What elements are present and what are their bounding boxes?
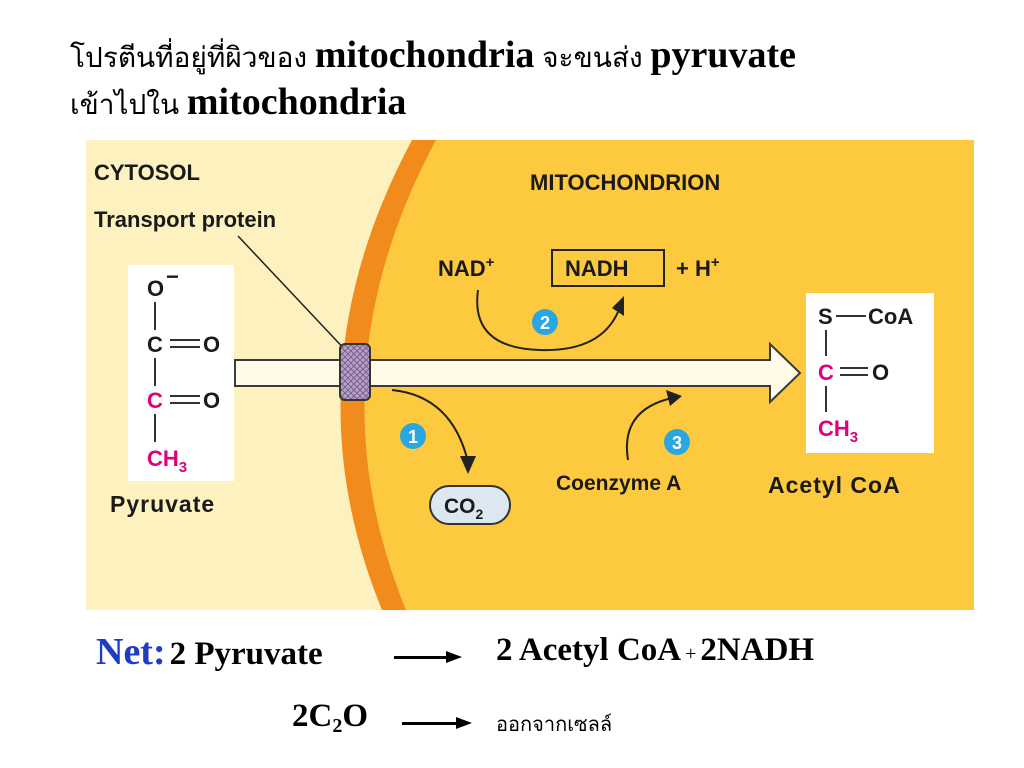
line2-reactant-b: O: [342, 698, 369, 734]
transport-protein-label: Transport protein: [94, 207, 276, 232]
title-thai-3: เข้าไปใน: [70, 88, 180, 121]
pyruvate-name: Pyruvate: [110, 491, 215, 517]
title-line-2: เข้าไปใน mitochondria: [70, 75, 970, 132]
pyruvate-structure-box: [128, 265, 234, 481]
net-reactant: 2 Pyruvate: [169, 636, 323, 672]
pyruvate-c2: C: [147, 388, 163, 413]
pyruvate-structure: O − C O C O CH3: [147, 264, 220, 476]
title-line-1: โปรตีนที่อยู่ที่ผิวของ mitochondria จะขน…: [70, 28, 970, 85]
title-thai-2: จะขนส่ง: [542, 41, 643, 74]
step1-arrow-curve: [391, 389, 469, 463]
net-arrow-1-line: [394, 656, 446, 659]
net-equation-1: Net: 2 Pyruvate: [96, 630, 323, 674]
transport-arrow: [234, 341, 802, 405]
co2-pill: [429, 485, 511, 525]
nad-plus-label: NAD+: [438, 254, 495, 281]
pyruvate-o-minus: O: [147, 276, 164, 301]
net-product-line: 2 Acetyl CoA + 2NADH: [496, 632, 814, 669]
step1-badge: [400, 423, 426, 449]
acetyl-ch3: CH3: [818, 416, 858, 446]
step2-number: 2: [540, 313, 550, 333]
line2-product: ออกจากเซลล์: [496, 712, 613, 736]
mitochondrial-membrane: [340, 140, 436, 610]
step2-arrow-head: [612, 296, 624, 316]
step3-badge: [664, 429, 690, 455]
net-arrow-2-line: [402, 722, 456, 725]
acetyl-coa-group: CoA: [868, 304, 913, 329]
co2-label: CO2: [444, 495, 484, 522]
step2-arrow-curve: [476, 289, 619, 352]
net-plus: +: [685, 643, 697, 665]
step1-arrow-head: [460, 456, 476, 474]
acetyl-coa-structure-box: [806, 293, 934, 453]
step3-arrow-curve: [626, 397, 673, 461]
net-equation-2: 2C2O: [292, 698, 368, 738]
acetyl-c: C: [818, 360, 834, 385]
transport-pointer-line: [237, 235, 351, 356]
net-product: 2 Acetyl CoA: [496, 632, 682, 668]
pyruvate-o2: O: [203, 388, 220, 413]
pyruvate-minus-sign: −: [166, 264, 179, 289]
acetyl-s: S: [818, 304, 833, 329]
acetyl-coa-name: Acetyl CoA: [768, 472, 901, 498]
net-arrow-1-head: [446, 651, 462, 663]
pyruvate-o1: O: [203, 332, 220, 357]
slide-title: โปรตีนที่อยู่ที่ผิวของ mitochondria จะขน…: [70, 28, 970, 132]
net-line2-product: ออกจากเซลล์: [496, 708, 612, 740]
line2-subscript: 2: [332, 715, 343, 737]
title-latin-3: mitochondria: [186, 81, 407, 123]
title-thai-1: โปรตีนที่อยู่ที่ผิวของ: [70, 41, 308, 74]
nadh-box: [551, 249, 665, 287]
acetyl-coa-structure: S CoA C O CH3: [818, 304, 913, 446]
title-latin-1: mitochondria: [314, 34, 535, 76]
title-latin-2: pyruvate: [650, 34, 797, 76]
h-plus-label: + H+: [676, 254, 720, 281]
net-arrow-2-head: [456, 717, 472, 729]
pyruvate-c1: C: [147, 332, 163, 357]
coenzyme-a-label: Coenzyme A: [556, 472, 681, 495]
step3-arrow-head: [666, 390, 682, 406]
nadh-label: NADH: [565, 256, 629, 281]
step3-number: 3: [672, 433, 682, 453]
net-label: Net:: [96, 631, 166, 673]
transport-protein: [339, 343, 371, 401]
mitochondrion-label: MITOCHONDRION: [530, 170, 720, 195]
acetyl-o: O: [872, 360, 889, 385]
step2-badge: [532, 309, 558, 335]
cytosol-label: CYTOSOL: [94, 160, 200, 185]
step1-number: 1: [408, 427, 418, 447]
pyruvate-ch3: CH3: [147, 446, 187, 476]
line2-reactant-a: 2C: [292, 698, 333, 734]
net-product-2: 2NADH: [700, 632, 815, 668]
